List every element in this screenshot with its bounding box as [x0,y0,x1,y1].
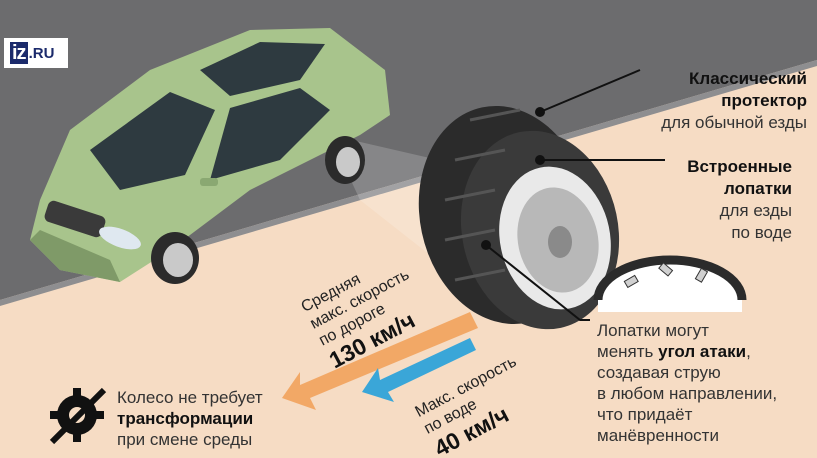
road-curb [0,60,817,306]
callout-builtin-desc2: по воде [731,223,792,242]
callout-blades-line2-post: , [746,342,751,361]
logo-mark: iz [10,42,28,64]
water-speed-arrow [362,338,476,402]
transform-line3: при смене среды [117,430,253,449]
road-speed-arrow [282,312,478,410]
leader-blades [485,244,590,321]
brand-logo: iz .RU [4,38,68,68]
callout-blades: Лопатки могут менять угол атаки, создава… [597,320,812,446]
callout-classic-title2: протектор [721,91,807,110]
callout-builtin-desc1: для езды [719,201,792,220]
leader-classic [539,69,641,113]
callout-classic-title1: Классический [689,69,807,88]
callout-classic-desc: для обычной езды [661,113,807,132]
callout-blades-line2-bold: угол атаки [658,342,747,361]
callout-blades-line2-pre: менять [597,342,659,361]
callout-classic: Классический протектор для обычной езды [615,68,807,134]
callout-blades-line4: в любом направлении, [597,384,778,403]
callout-blades-line1: Лопатки могут [597,321,709,340]
gear-wrench-icon [49,387,107,445]
transform-bold: трансформации [117,409,254,428]
logo-domain: .RU [28,44,55,62]
blade-diagram [593,255,747,312]
callout-builtin-title2: лопатки [724,179,792,198]
callout-blades-line6: манёвренности [597,426,719,445]
transform-note: Колесо не требует трансформации при смен… [117,387,307,450]
callout-blades-line5: что придаёт [597,405,693,424]
callout-builtin: Встроенные лопатки для езды по воде [640,156,792,244]
callout-blades-line3: создавая струю [597,363,721,382]
transform-line1: Колесо не требует [117,388,263,407]
callout-builtin-title1: Встроенные [687,157,792,176]
car [30,28,390,284]
